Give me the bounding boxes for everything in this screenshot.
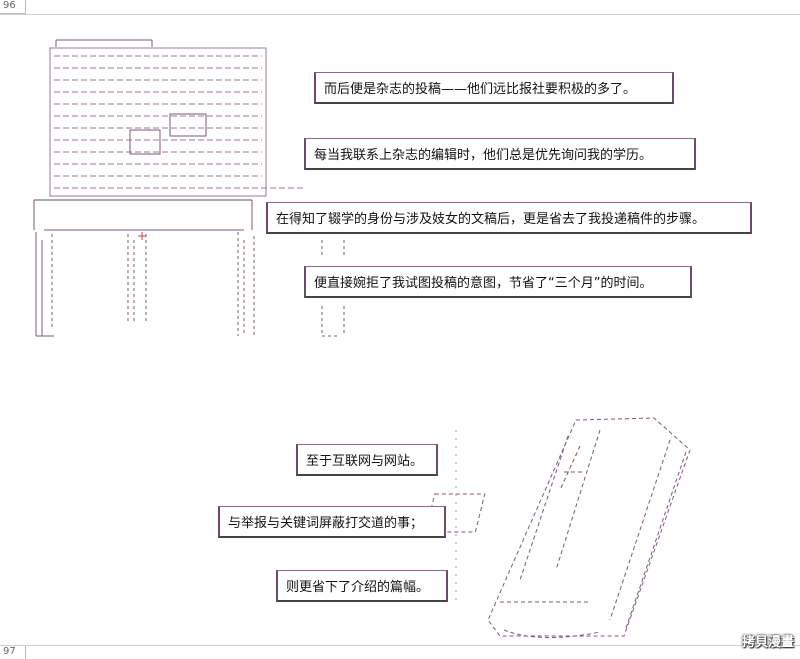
caption-box-1: 而后便是杂志的投稿——他们远比报社要积极的多了。 [314, 72, 674, 104]
caption-text-1: 而后便是杂志的投稿——他们远比报社要积极的多了。 [324, 82, 637, 97]
caption-text-3: 在得知了辍学的身份与涉及妓女的文稿后，更是省去了我投递稿件的步骤。 [276, 212, 706, 227]
caption-box-2: 每当我联系上杂志的编辑时，他们总是优先询问我的学历。 [304, 138, 696, 170]
caption-box-6: 与举报与关键词屏蔽打交道的事； [218, 506, 446, 538]
page-divider-bottom [0, 645, 800, 646]
caption-text-2: 每当我联系上杂志的编辑时，他们总是优先询问我的学历。 [314, 148, 653, 163]
caption-text-6: 与举报与关键词屏蔽打交道的事； [228, 516, 424, 531]
page-divider-top [0, 14, 800, 15]
page-number-top: 96 [0, 0, 26, 14]
caption-box-4: 便直接婉拒了我试图投稿的意图，节省了“三个月”的时间。 [304, 266, 692, 298]
caption-text-7: 则更省下了介绍的篇幅。 [286, 580, 430, 595]
caption-box-7: 则更省下了介绍的篇幅。 [276, 570, 448, 602]
site-watermark: 拷貝漫畫 [741, 635, 794, 650]
caption-box-5: 至于互联网与网站。 [296, 444, 438, 476]
caption-text-4: 便直接婉拒了我试图投稿的意图，节省了“三个月”的时间。 [314, 276, 653, 291]
caption-box-3: 在得知了辍学的身份与涉及妓女的文稿后，更是省去了我投递稿件的步骤。 [266, 202, 752, 234]
caption-text-5: 至于互联网与网站。 [306, 454, 424, 469]
